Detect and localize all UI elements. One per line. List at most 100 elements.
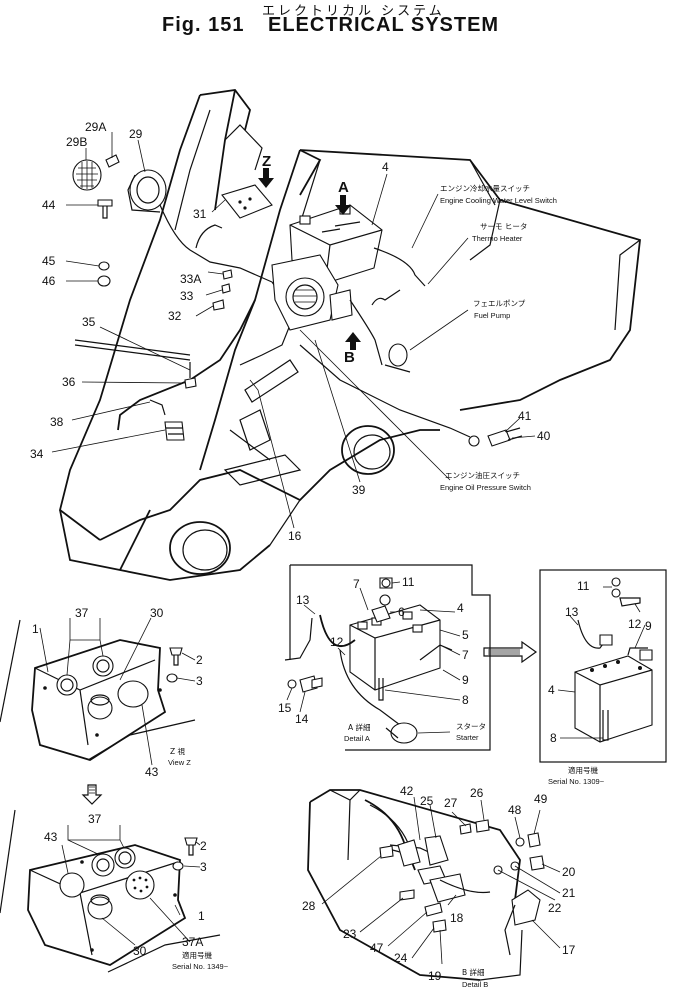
viewz2-label-1: 1 — [198, 909, 205, 923]
viewz-label-30: 30 — [150, 606, 164, 620]
arrow-a-label: A — [338, 179, 349, 196]
detailb-label-24: 24 — [394, 951, 408, 965]
detaila-label-12: 12 — [330, 635, 344, 649]
detaila-label-14: 14 — [295, 712, 309, 726]
viewz-label-2: 2 — [196, 653, 203, 667]
viewz-label-37: 37 — [75, 606, 89, 620]
detail-b-panel: 42 25 27 26 48 49 28 20 21 22 23 47 24 1… — [302, 784, 576, 989]
part-label-36: 36 — [62, 375, 76, 389]
detailb-label-47: 47 — [370, 941, 384, 955]
view-z-panel: 37 30 1 2 3 43 Z 視 View Z — [0, 606, 203, 779]
viewz2-label-30: 30 — [133, 944, 147, 958]
detaila-label-8: 8 — [462, 693, 469, 707]
detailb-label-48: 48 — [508, 803, 522, 817]
detaila-label-7b: 7 — [462, 648, 469, 662]
serial-1349: Serial No. 1349~ — [172, 962, 229, 971]
title-japanese: エレクトリカル システム — [262, 4, 445, 19]
detailb-label-17: 17 — [562, 943, 576, 957]
main-leaders — [51, 132, 536, 529]
serial-1309: Serial No. 1309~ — [548, 777, 605, 786]
cooling-switch-label: Engine Cooling Water Level Switch — [440, 196, 557, 205]
viewz2-label-2: 2 — [200, 839, 207, 853]
viewz-label-1: 1 — [32, 622, 39, 636]
detailb-label-22: 22 — [548, 901, 562, 915]
detail-a-serial-panel: 11 12 13 9 4 8 適用号機 Serial No. 1309~ — [539, 569, 667, 786]
viewz-label-43: 43 — [145, 765, 159, 779]
detaila2-label-11: 11 — [577, 579, 590, 593]
detaila-label-11: 11 — [402, 575, 415, 589]
part-label-40: 40 — [537, 429, 551, 443]
viewz2-label-37: 37 — [88, 812, 102, 826]
part-label-45: 45 — [42, 254, 56, 268]
component-callouts: エンジン冷却水量スイッチ Engine Cooling Water Level … — [440, 183, 557, 492]
starter-label-jp: スタータ — [456, 722, 486, 731]
detailb-label-23: 23 — [343, 927, 357, 941]
starter-label: Starter — [456, 733, 479, 742]
part-label-4: 4 — [382, 160, 389, 174]
part-label-39: 39 — [352, 483, 366, 497]
part-label-31: 31 — [193, 207, 207, 221]
detailb-label-26: 26 — [470, 786, 484, 800]
figure-title: ELECTRICAL SYSTEM — [268, 14, 500, 36]
detaila2-label-4: 4 — [548, 683, 555, 697]
detaila-label-5: 5 — [462, 628, 469, 642]
view-z-caption: View Z — [168, 758, 191, 767]
main-assembly — [58, 89, 641, 581]
detaila-label-13: 13 — [296, 593, 310, 607]
detailb-label-27: 27 — [444, 796, 458, 810]
detail-a-caption-jp: A 詳細 — [348, 722, 371, 732]
arrow-z-label: Z — [262, 153, 271, 170]
fuel-pump-label: Fuel Pump — [474, 311, 510, 320]
serial-1309-jp: 適用号機 — [568, 765, 598, 775]
part-label-29: 29 — [129, 127, 143, 141]
detaila-label-15: 15 — [278, 701, 292, 715]
detailb-label-25: 25 — [420, 794, 434, 808]
main-part-labels: 29A 29B 29 44 45 46 31 33A 33 32 35 36 3… — [30, 120, 551, 543]
detaila2-label-13: 13 — [565, 605, 579, 619]
part-label-29b: 29B — [66, 135, 87, 149]
detailb-label-19: 19 — [428, 969, 442, 983]
part-label-38: 38 — [50, 415, 64, 429]
transition-arrow-down — [81, 784, 103, 805]
detaila2-label-12: 12 — [628, 617, 642, 631]
part-label-16: 16 — [288, 529, 302, 543]
part-label-34: 34 — [30, 447, 44, 461]
part-label-33: 33 — [180, 289, 194, 303]
detailb-label-21: 21 — [562, 886, 576, 900]
cooling-switch-label-jp: エンジン冷却水量スイッチ — [440, 183, 530, 193]
detaila-label-7a: 7 — [353, 577, 360, 591]
detail-a-panel: 11 7 6 4 5 7 9 13 12 8 15 14 A 詳細 Detail… — [278, 564, 491, 751]
viewz2-label-3: 3 — [200, 860, 207, 874]
arrow-b-label: B — [344, 349, 355, 366]
viewz-label-3: 3 — [196, 674, 203, 688]
fuel-pump-label-jp: フェエルポンプ — [473, 299, 526, 308]
oil-pressure-switch-label-jp: エンジン油圧スイッチ — [445, 470, 520, 480]
part-label-29a: 29A — [85, 120, 106, 134]
viewz2-label-43: 43 — [44, 830, 58, 844]
serial-1349-jp: 適用号機 — [182, 950, 212, 960]
detail-b-caption: Detail B — [462, 980, 488, 989]
detailb-label-28: 28 — [302, 899, 316, 913]
detailb-label-42: 42 — [400, 784, 414, 798]
part-label-32: 32 — [168, 309, 182, 323]
detailb-label-18: 18 — [450, 911, 464, 925]
figure-number: Fig. 151 — [162, 14, 245, 36]
part-label-33a: 33A — [180, 272, 201, 286]
detaila2-label-9: 9 — [645, 619, 652, 633]
part-label-44: 44 — [42, 198, 56, 212]
viewz2-label-37a: 37A — [182, 935, 203, 949]
view-arrows: Z A B — [258, 153, 361, 366]
detaila2-label-8: 8 — [550, 731, 557, 745]
detaila-label-9: 9 — [462, 673, 469, 687]
detaila-label-6: 6 — [398, 605, 405, 619]
oil-pressure-switch-label: Engine Oil Pressure Switch — [440, 483, 531, 492]
thermo-heater-label: Thermo Heater — [472, 234, 523, 243]
thermo-heater-label-jp: サーモ ヒータ — [480, 222, 527, 231]
part-label-46: 46 — [42, 274, 56, 288]
view-z-caption-jp: Z 視 — [170, 747, 186, 756]
detaila-label-4: 4 — [457, 601, 464, 615]
transition-arrow-right — [483, 640, 538, 664]
part-label-41: 41 — [518, 409, 532, 423]
detail-b-caption-jp: B 詳細 — [462, 967, 485, 977]
